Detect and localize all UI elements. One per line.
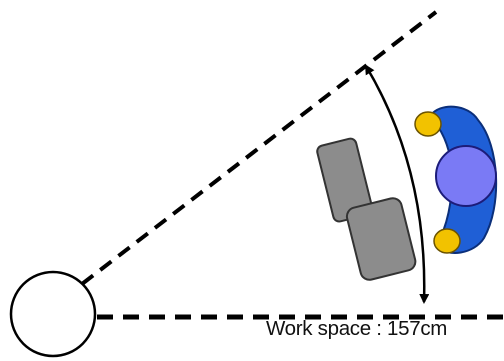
seat-device [316, 137, 417, 281]
seat-base [345, 197, 417, 281]
person-hand-upper [414, 111, 442, 137]
person-hand-lower [433, 228, 461, 254]
work-space-label: Work space : 157cm [266, 317, 448, 340]
range-arc-arrow [364, 64, 430, 304]
diagonal-boundary-line [80, 10, 438, 286]
person-figure [414, 105, 498, 254]
person-head [435, 145, 497, 207]
origin-circle [9, 270, 97, 358]
